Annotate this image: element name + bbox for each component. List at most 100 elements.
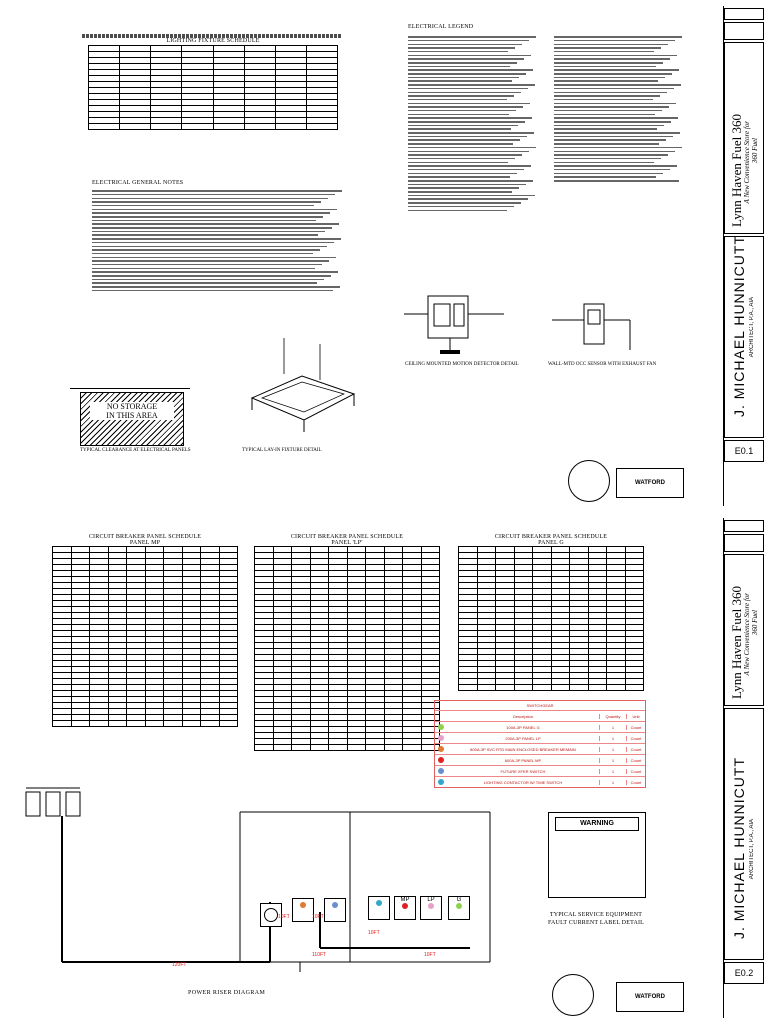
riser-dist-5: 10FT	[424, 952, 436, 958]
text-line	[92, 190, 342, 192]
switchgear-description: 100A-3P PANEL G	[506, 724, 540, 730]
text-line	[92, 249, 320, 251]
panel-g-box: G	[448, 896, 470, 920]
project-title-box-2: Lynn Haven Fuel 360 A New Convenience St…	[724, 554, 764, 706]
text-line	[408, 202, 521, 204]
revision-box	[724, 8, 764, 20]
power-riser-diagram	[25, 787, 491, 972]
switchgear-description: 800A-3P SVC RTD MAIN ENCLOSED BREAKER ME…	[470, 746, 576, 752]
switchgear-row: 800A-3P SVC RTD MAIN ENCLOSED BREAKER ME…	[435, 743, 645, 754]
text-line	[554, 76, 665, 79]
text-line	[92, 267, 315, 270]
text-line	[408, 194, 535, 197]
text-line	[554, 132, 680, 134]
schedule-cell	[243, 123, 276, 130]
schedule-cell	[272, 744, 292, 751]
legend-left-column	[408, 34, 538, 213]
switchgear-quantity: 1	[599, 768, 626, 774]
text-line	[408, 50, 508, 53]
text-line	[554, 172, 663, 175]
panel-mp-schedule: CIRCUIT BREAKER PANEL SCHEDULE PANEL MP	[52, 534, 238, 727]
architect-sub: ARCHITECT, P.A., AIA	[749, 296, 755, 357]
text-line	[554, 47, 661, 49]
schedule-cell	[532, 684, 552, 691]
riser-caption: POWER RISER DIAGRAM	[188, 990, 266, 996]
project-title-box: Lynn Haven Fuel 360 A New Convenience St…	[724, 42, 764, 234]
text-line	[408, 128, 511, 130]
schedule-row	[87, 81, 339, 88]
text-line	[408, 43, 522, 46]
text-line	[408, 124, 518, 127]
text-line	[408, 154, 522, 156]
text-line	[408, 39, 529, 42]
text-line	[554, 150, 675, 152]
text-line	[408, 143, 513, 145]
xfer-switch-box	[324, 898, 346, 922]
architect-name-2: J. MICHAEL HUNNICUTT	[731, 756, 747, 939]
schedule-cell	[119, 123, 152, 130]
schedule-row	[254, 606, 440, 613]
text-line	[92, 241, 334, 244]
text-line	[554, 87, 674, 90]
text-line	[554, 113, 655, 116]
text-line	[408, 161, 508, 164]
panel-mp-tag: MP	[400, 897, 410, 903]
schedule-cell	[291, 744, 311, 751]
switchgear-unit: Count	[626, 735, 645, 741]
switchgear-color-dot	[438, 746, 444, 752]
schedule-cell	[70, 720, 90, 727]
fault-current-label: WARNING	[548, 812, 646, 898]
text-line	[408, 172, 517, 175]
legend-right-column	[554, 34, 684, 184]
schedule-cell	[305, 123, 339, 130]
switchgear-color-dot	[438, 735, 444, 741]
schedule-cell	[212, 123, 245, 130]
text-line	[92, 289, 333, 292]
sheet-e02: CIRCUIT BREAKER PANEL SCHEDULE PANEL MP …	[0, 512, 768, 1024]
architect-sub-2: ARCHITECT, P.A., AIA	[749, 818, 755, 879]
switchgear-unit: Count	[626, 757, 645, 763]
layin-fixture-drawing	[250, 338, 356, 432]
panel-mp-name: PANEL MP	[129, 540, 161, 546]
switchgear-title: SWITCHGEAR	[526, 703, 554, 708]
no-storage-label: NO STORAGE IN THIS AREA	[90, 402, 174, 420]
switchgear-quantity: 1	[599, 757, 626, 763]
switchgear-color-dot	[438, 768, 444, 774]
text-line	[408, 165, 531, 167]
schedule-cell	[402, 744, 422, 751]
switchgear-color-dot	[438, 757, 444, 763]
schedule-row	[254, 672, 440, 679]
text-line	[554, 139, 666, 141]
switchgear-description: FUTURE XFER SWITCH	[500, 768, 546, 774]
text-line	[92, 260, 329, 262]
schedule-cell	[107, 720, 127, 727]
schedule-cell	[495, 684, 515, 691]
text-line	[554, 95, 660, 97]
text-line	[92, 193, 335, 196]
switchgear-description: LIGHTING CONTACTOR W/ TIME SWITCH	[483, 779, 563, 785]
text-line	[92, 245, 327, 247]
panel-lp-title: CIRCUIT BREAKER PANEL SCHEDULE	[290, 534, 404, 540]
schedule-row	[254, 546, 440, 553]
text-line	[92, 216, 323, 218]
schedule-cell	[476, 684, 496, 691]
text-line	[554, 73, 672, 75]
riser-dist-6: 120FT	[172, 962, 187, 968]
switchgear-quantity: 1	[599, 746, 626, 752]
text-line	[408, 91, 521, 93]
schedule-row	[254, 714, 440, 721]
text-line	[554, 69, 679, 71]
text-line	[554, 168, 670, 171]
text-line	[554, 154, 668, 156]
schedule-row	[52, 558, 238, 565]
text-line	[554, 54, 677, 57]
clearance-wall-line	[70, 388, 190, 389]
switchgear-unit: Count	[626, 724, 645, 730]
panel-g-title: CIRCUIT BREAKER PANEL SCHEDULE	[494, 534, 608, 540]
schedule-row	[254, 678, 440, 685]
fault-caption-1: TYPICAL SERVICE EQUIPMENT	[549, 912, 643, 918]
text-line	[408, 132, 534, 134]
schedule-row	[87, 99, 339, 106]
